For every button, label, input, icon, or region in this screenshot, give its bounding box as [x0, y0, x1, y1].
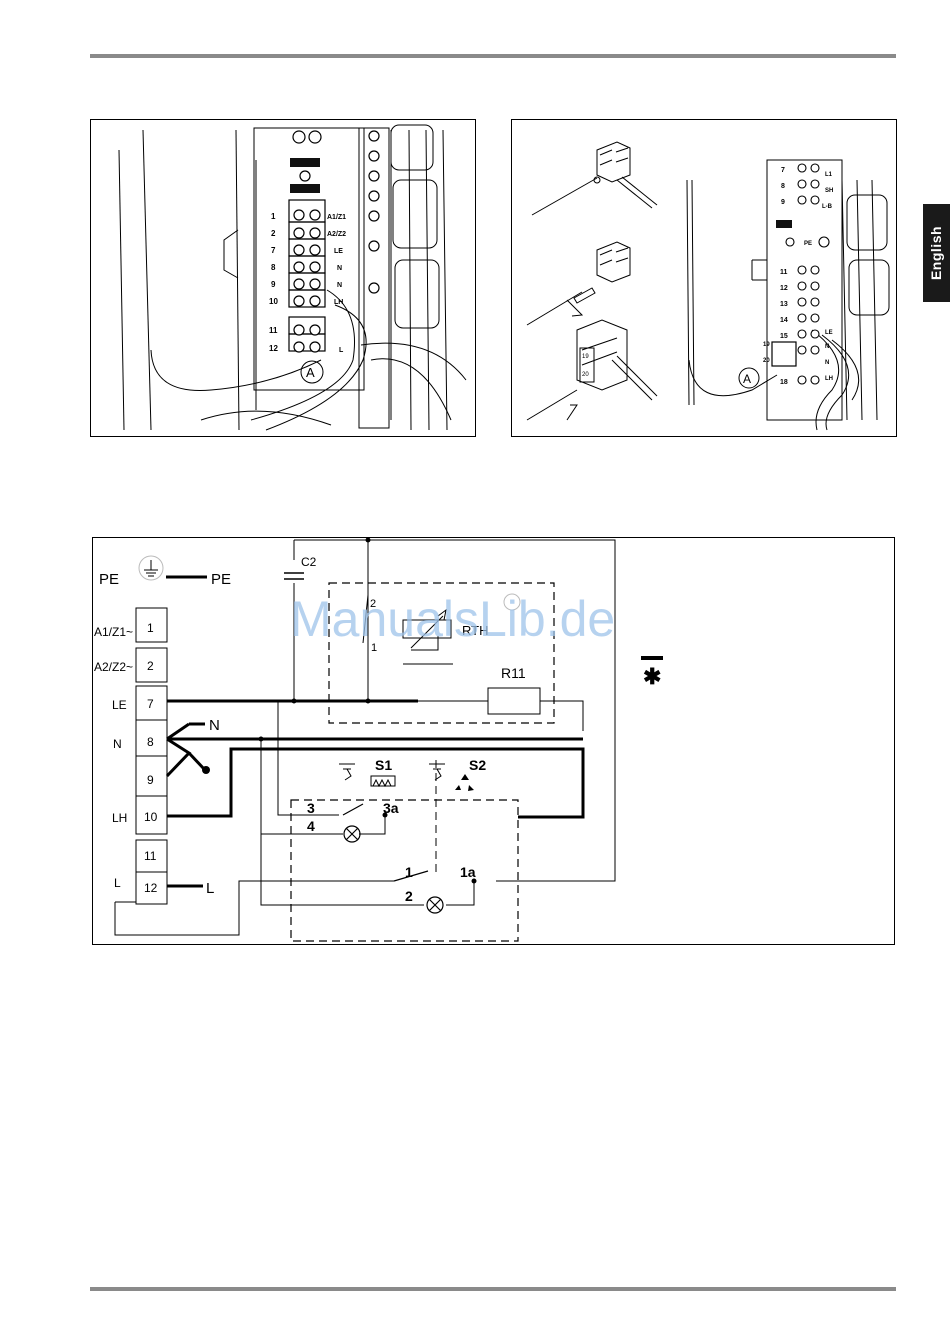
terminal-num-7: 7 — [147, 697, 154, 711]
fig1-num-11: 11 — [269, 326, 278, 335]
fig2-num-12: 12 — [780, 285, 788, 292]
fig2-label-n1: N — [825, 344, 829, 350]
fig2-num-18: 18 — [780, 379, 788, 386]
fig2-callout-a: A — [743, 372, 751, 386]
wiring-diagram-svg: 1 2 7 8 9 10 11 12 A1/Z1~ A2/Z2~ LE N LH… — [93, 538, 894, 944]
terminal-num-10: 10 — [144, 810, 158, 824]
s-label-4: 4 — [307, 818, 315, 834]
rth-resistor — [403, 620, 451, 638]
terminal-label-lh: LH — [112, 811, 127, 825]
fig1-label-a2z2: A2/Z2 — [327, 231, 346, 238]
fig1-label-n2: N — [337, 282, 342, 289]
fig1-label-n1: N — [337, 265, 342, 272]
s-label-1: 1 — [405, 864, 413, 880]
contact-2-label: 2 — [370, 598, 376, 610]
contact-1-label: 1 — [371, 642, 377, 654]
terminal-num-1: 1 — [147, 621, 154, 635]
s2-label: S2 — [469, 757, 486, 773]
fig1-label-lh: LH — [334, 299, 343, 306]
fig1-num-7: 7 — [271, 246, 276, 255]
pe-label-right: PE — [211, 571, 231, 588]
fig2-num-19: 19 — [763, 342, 770, 348]
top-rule — [90, 54, 896, 58]
fig2-num-9: 9 — [781, 199, 785, 206]
fig2-step3-num-20: 20 — [582, 372, 589, 378]
fig2-num-8: 8 — [781, 183, 785, 190]
fig2-step3-num-19: 19 — [582, 354, 589, 360]
terminal-drawing-1: 1 2 7 8 9 10 11 12 A1/Z1 A2/Z2 LE N N LH… — [91, 120, 475, 436]
s-label-1a: 1a — [460, 864, 476, 880]
bridge-step-1 — [532, 142, 657, 215]
fan-icon — [455, 774, 474, 791]
figure-terminal-connection: 1 2 7 8 9 10 11 12 A1/Z1 A2/Z2 LE N N LH… — [90, 119, 476, 437]
fig1-num-12: 12 — [269, 344, 278, 353]
fig2-label-l1: L1 — [825, 172, 833, 178]
s1-label: S1 — [375, 757, 392, 773]
terminal-num-11: 11 — [144, 849, 157, 863]
fig1-num-2: 2 — [271, 229, 276, 238]
language-tab[interactable]: English — [923, 204, 950, 302]
fig2-num-11: 11 — [780, 269, 788, 276]
frost-icon: ✱ — [643, 664, 661, 689]
terminal-num-8: 8 — [147, 735, 154, 749]
r11-resistor — [488, 688, 540, 714]
bottom-rule — [90, 1287, 896, 1291]
fig1-num-1: 1 — [271, 212, 276, 221]
fig2-label-lh: LH — [825, 376, 833, 382]
wiring-schematic: 1 2 7 8 9 10 11 12 A1/Z1~ A2/Z2~ LE N LH… — [92, 537, 895, 945]
n-label: N — [209, 717, 220, 734]
terminal-label-n: N — [113, 737, 122, 751]
c2-label: C2 — [301, 555, 317, 569]
frost-bar — [641, 656, 663, 660]
fig2-label-pe: PE — [804, 241, 812, 247]
terminal-num-2: 2 — [147, 659, 154, 673]
terminal-num-9: 9 — [147, 773, 154, 787]
figure-bridge-installation: 7 8 9 11 12 13 14 15 18 19 20 L1 SH L-B … — [511, 119, 897, 437]
fig1-label-a1z1: A1/Z1 — [327, 214, 346, 221]
s-label-3a: 3a — [383, 800, 399, 816]
l-label: L — [206, 880, 214, 897]
bridge-dot — [202, 766, 210, 774]
fig1-label-le: LE — [334, 248, 343, 255]
bridge-step-2 — [527, 242, 630, 325]
r11-label: R11 — [501, 665, 526, 681]
fig1-callout-a: A — [306, 365, 315, 380]
bridge-step-3 — [527, 320, 657, 420]
s-label-3: 3 — [307, 800, 315, 816]
fig2-label-le: LE — [825, 330, 833, 336]
pe-label-left: PE — [99, 571, 119, 588]
fig2-num-15: 15 — [780, 333, 788, 340]
terminal-label-l: L — [114, 876, 121, 890]
language-tab-label: English — [929, 226, 945, 280]
fig2-label-sh: SH — [825, 188, 833, 194]
thermometer-icon — [504, 594, 520, 610]
fig1-label-l: L — [339, 347, 344, 354]
fig2-num-20: 20 — [763, 358, 770, 364]
terminal-label-a2z2: A2/Z2~ — [94, 660, 133, 674]
terminal-drawing-2: 7 8 9 11 12 13 14 15 18 19 20 L1 SH L-B … — [512, 120, 896, 436]
terminal-label-le: LE — [112, 698, 127, 712]
fig1-num-8: 8 — [271, 263, 276, 272]
terminal-label-a1z1: A1/Z1~ — [94, 625, 133, 639]
rth-label: RTH — [462, 623, 488, 638]
fig2-label-lb: L-B — [822, 204, 833, 210]
s-label-2: 2 — [405, 888, 413, 904]
fig2-num-14: 14 — [780, 317, 788, 324]
fig2-label-n2: N — [825, 360, 829, 366]
terminal-num-12: 12 — [144, 881, 158, 895]
fig1-num-10: 10 — [269, 297, 278, 306]
fig2-num-7: 7 — [781, 167, 785, 174]
fig2-num-13: 13 — [780, 301, 788, 308]
fig1-num-9: 9 — [271, 280, 276, 289]
